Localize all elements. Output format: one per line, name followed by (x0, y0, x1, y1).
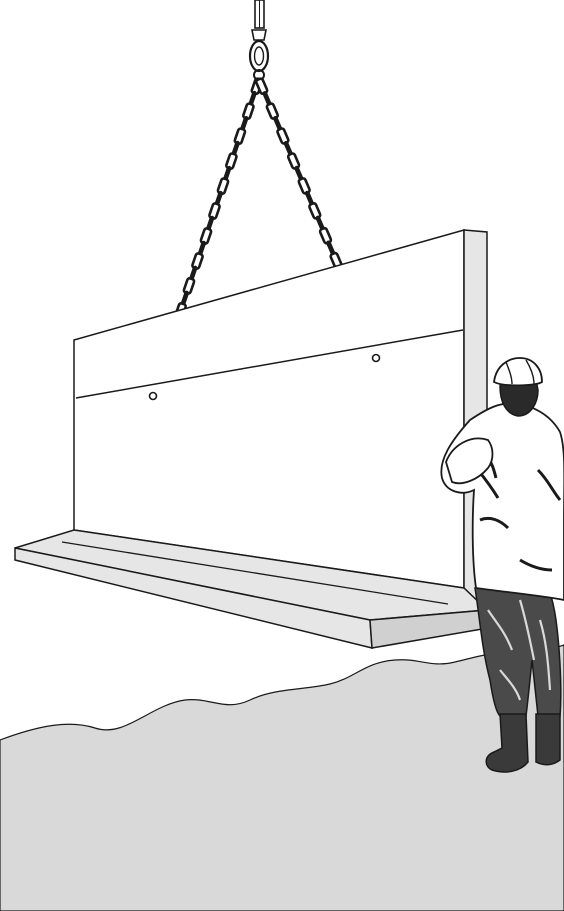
crane-hook (250, 0, 268, 80)
wall-front-face (74, 230, 464, 588)
ground (0, 645, 564, 911)
precast-l-wall (15, 230, 488, 648)
hard-hat (494, 358, 542, 385)
worker-boot-right (536, 714, 560, 765)
